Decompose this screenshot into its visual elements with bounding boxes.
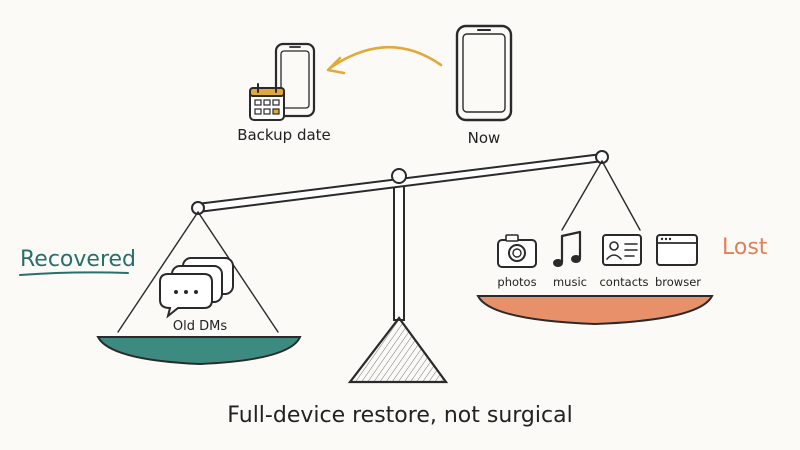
left-pan [96,336,302,366]
backup-phone-icon [274,42,316,118]
recovered-heading: Recovered [20,247,136,272]
right-pan-strings [561,160,641,231]
backup-date-label: Backup date [237,126,331,144]
music-note-icon [553,230,582,267]
left-pan-strings [117,211,279,333]
scale-stand [347,175,449,384]
now-phone-icon [455,24,513,122]
caption: Full-device restore, not surgical [227,403,572,428]
time-arrow-icon [326,45,443,75]
calendar-icon [249,83,285,121]
lost-item-music: music [553,275,587,289]
chat-bubbles-icon [159,257,234,319]
old-dms-label: Old DMs [173,319,227,334]
lost-item-browser: browser [655,275,701,289]
lost-item-photos: photos [497,275,536,289]
now-label: Now [468,129,501,147]
contact-card-icon [602,234,642,266]
scale-beam [191,150,609,215]
lost-item-contacts: contacts [599,275,648,289]
camera-icon [497,234,537,268]
lost-heading: Lost [722,235,768,260]
right-pan [476,295,714,326]
browser-window-icon [656,234,698,266]
recovered-underline [19,271,129,276]
